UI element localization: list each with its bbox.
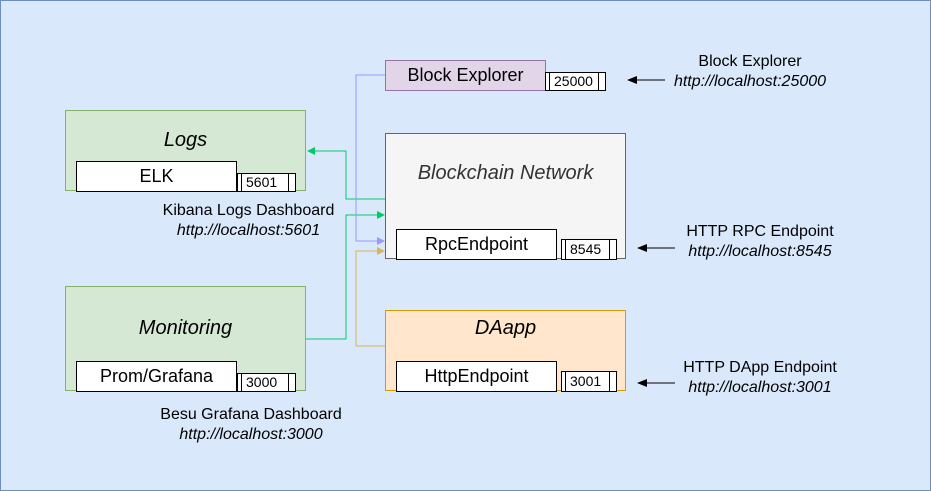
logs-group[interactable]: Logs ELK 5601 bbox=[65, 110, 306, 192]
explorer-to-rpc-connector bbox=[355, 74, 385, 245]
blockchain-title: Blockchain Network bbox=[417, 162, 594, 184]
rpc-endpoint-service[interactable]: RpcEndpoint bbox=[396, 229, 557, 260]
blockchain-to-logs-connector bbox=[307, 147, 385, 200]
dapp-label-name: HTTP DApp Endpoint bbox=[683, 359, 837, 376]
kibana-label-name: Kibana Logs Dashboard bbox=[162, 202, 335, 219]
elk-service[interactable]: ELK bbox=[76, 161, 237, 192]
dapp-group[interactable]: DAapp HttpEndpoint 3001 bbox=[385, 310, 626, 392]
explorer-label: Block Explorer http://localhost:25000 bbox=[665, 52, 835, 92]
rpc-endpoint-port: 8545 bbox=[561, 239, 617, 260]
grafana-service[interactable]: Prom/Grafana bbox=[76, 361, 237, 392]
kibana-label-url[interactable]: http://localhost:5601 bbox=[176, 222, 321, 239]
blockchain-network-group[interactable]: Blockchain Network RpcEndpoint 8545 bbox=[385, 133, 626, 260]
elk-port: 5601 bbox=[237, 173, 296, 192]
kibana-label: Kibana Logs Dashboard http://localhost:5… bbox=[101, 201, 396, 241]
rpc-label: HTTP RPC Endpoint http://localhost:8545 bbox=[675, 222, 845, 262]
http-endpoint-service[interactable]: HttpEndpoint bbox=[396, 361, 557, 392]
grafana-label-url[interactable]: http://localhost:3000 bbox=[179, 426, 323, 443]
block-explorer-service[interactable]: Block Explorer bbox=[385, 60, 546, 91]
dapp-title: DAapp bbox=[474, 317, 537, 339]
dapp-label-url[interactable]: http://localhost:3001 bbox=[688, 379, 832, 396]
grafana-label-name: Besu Grafana Dashboard bbox=[160, 406, 342, 423]
rpc-label-url[interactable]: http://localhost:8545 bbox=[688, 243, 832, 260]
dapp-to-rpc-connector bbox=[355, 247, 385, 347]
explorer-label-url[interactable]: http://localhost:25000 bbox=[673, 73, 827, 90]
monitoring-title: Monitoring bbox=[138, 317, 233, 339]
logs-title: Logs bbox=[163, 129, 208, 151]
explorer-label-name: Block Explorer bbox=[698, 53, 802, 70]
block-explorer-port: 25000 bbox=[545, 72, 606, 91]
grafana-label: Besu Grafana Dashboard http://localhost:… bbox=[101, 405, 401, 445]
http-endpoint-port: 3001 bbox=[561, 371, 617, 392]
monitoring-group[interactable]: Monitoring Prom/Grafana 3000 bbox=[65, 286, 306, 392]
rpc-label-name: HTTP RPC Endpoint bbox=[686, 223, 834, 240]
monitoring-to-blockchain-connector bbox=[306, 211, 385, 340]
dapp-label: HTTP DApp Endpoint http://localhost:3001 bbox=[665, 358, 855, 398]
grafana-port: 3000 bbox=[237, 373, 296, 392]
